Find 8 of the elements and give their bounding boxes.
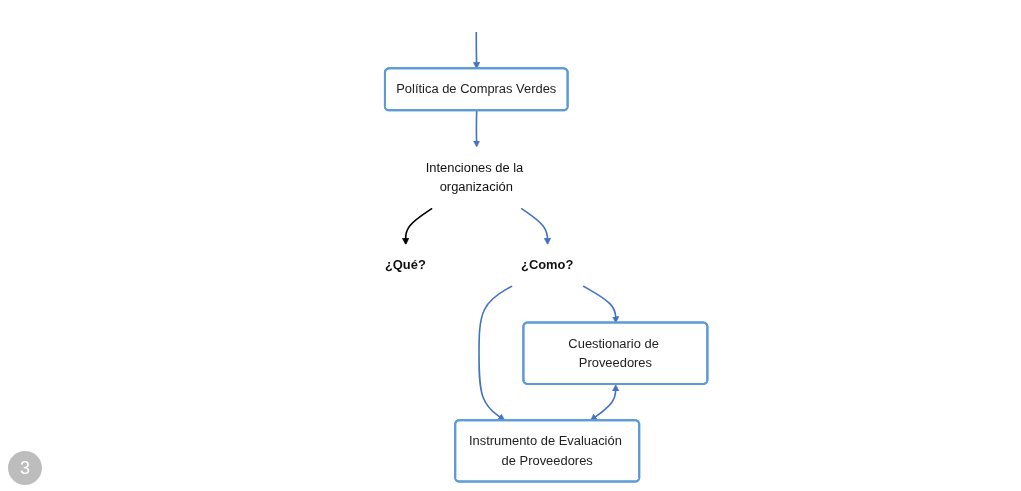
arrow <box>478 285 513 421</box>
arrow <box>402 207 433 245</box>
arrow <box>590 384 620 421</box>
page-number: 3 <box>8 451 42 485</box>
node-text: ¿Qué? <box>384 258 426 272</box>
node-text: ¿Como? <box>521 258 574 272</box>
arrow <box>520 207 551 245</box>
node-text: Intenciones de la organización <box>425 160 524 194</box>
